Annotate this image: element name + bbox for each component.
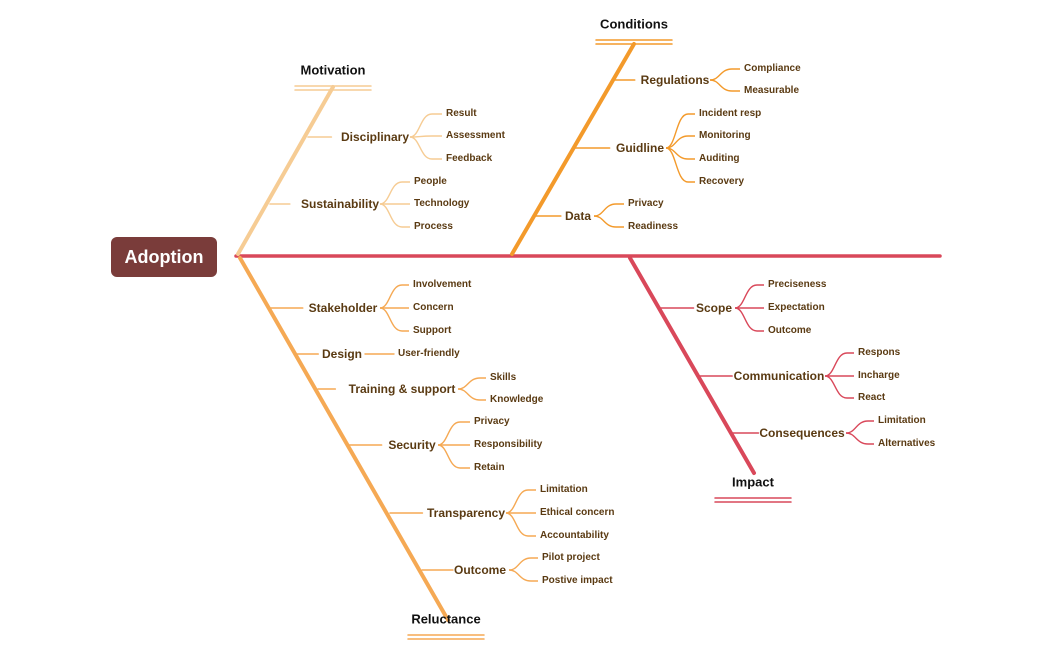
leaf-label[interactable]: User-friendly [398,348,460,359]
leaf-connector [437,421,470,446]
leaf-connector [379,203,410,228]
leaf-connector [409,136,442,160]
leaf-connector [824,375,854,399]
leaf-connector [505,512,536,537]
leaf-label[interactable]: Technology [414,198,470,209]
leaf-label[interactable]: Postive impact [542,575,613,586]
leaf-connector [665,135,695,149]
leaf-label[interactable]: Alternatives [878,438,936,449]
branch-label[interactable]: Outcome [453,563,507,577]
leaf-label[interactable]: Readiness [628,221,679,232]
leaf-label[interactable]: Skills [490,372,517,383]
leaf-label[interactable]: Monitoring [699,130,751,141]
leaf-label[interactable]: Incident resp [699,108,762,119]
leaf-label[interactable]: Ethical concern [540,507,615,518]
leaf-label[interactable]: Pilot project [542,552,600,563]
leaf-connector [665,147,695,183]
leaf-label[interactable]: Recovery [699,176,745,187]
branch-label[interactable]: Scope [695,301,733,315]
leaf-label[interactable]: React [858,392,886,403]
leaf-label[interactable]: Assessment [446,130,505,141]
branch-label[interactable]: Consequences [759,426,845,440]
leaf-label[interactable]: Measurable [744,85,800,96]
leaf-connector [734,307,764,332]
leaf-connector [709,68,740,81]
leaf-connector [593,215,624,228]
impact-bone [628,256,756,475]
leaf-connector [665,113,695,149]
leaf-connector [457,377,486,390]
category-title-motivation[interactable]: Motivation [300,62,366,78]
leaf-label[interactable]: Result [446,108,477,119]
leaf-connector [379,307,409,332]
leaf-label[interactable]: Concern [413,302,454,313]
reluctance-bone [238,256,450,622]
leaf-connector [845,432,874,445]
leaf-label[interactable]: Retain [474,462,505,473]
leaf-label[interactable]: Feedback [446,153,493,164]
branch-label[interactable]: Guidline [616,141,664,155]
leaf-label[interactable]: Preciseness [768,279,827,290]
branch-label[interactable]: Security [388,438,436,452]
leaf-connector [734,284,764,309]
leaf-label[interactable]: Expectation [768,302,825,313]
leaf-connector [379,181,410,205]
category-title-impact[interactable]: Impact [732,474,774,490]
leaf-label[interactable]: Knowledge [490,394,544,405]
leaf-connector [508,569,538,582]
leaf-connector [409,135,442,138]
leaf-connector [379,284,409,309]
branch-label[interactable]: Data [564,209,592,223]
leaf-label[interactable]: Support [413,325,452,336]
root-node[interactable]: Adoption [111,237,217,277]
branch-label[interactable]: Disciplinary [340,130,410,144]
branch-label[interactable]: Design [321,347,363,361]
leaf-label[interactable]: Privacy [474,416,510,427]
leaf-connector [845,420,874,434]
motivation-bone [236,85,335,256]
leaf-connector [508,557,538,571]
leaf-label[interactable]: Outcome [768,325,812,336]
leaf-connector [593,203,624,217]
branch-label[interactable]: Stakeholder [308,301,378,315]
leaf-connector [457,388,486,401]
leaf-connector [824,352,854,377]
branch-label[interactable]: Sustainability [300,197,380,211]
leaf-label[interactable]: Auditing [699,153,740,164]
leaf-label[interactable]: Accountability [540,530,609,541]
leaf-label[interactable]: Compliance [744,63,801,74]
leaf-label[interactable]: Limitation [540,484,588,495]
leaf-label[interactable]: Incharge [858,370,900,381]
leaf-label[interactable]: Privacy [628,198,664,209]
branch-label[interactable]: Regulations [640,73,710,87]
leaf-label[interactable]: People [414,176,447,187]
leaf-label[interactable]: Respons [858,347,901,358]
category-title-conditions[interactable]: Conditions [600,16,668,32]
leaf-label[interactable]: Involvement [413,279,472,290]
leaf-connector [709,79,740,92]
leaf-connector [409,113,442,138]
category-title-reluctance[interactable]: Reluctance [411,611,481,627]
branch-label[interactable]: Transparency [426,506,506,520]
leaf-label[interactable]: Responsibility [474,439,543,450]
leaf-connector [505,489,536,514]
conditions-bone [510,42,636,256]
branch-label[interactable]: Training & support [348,382,456,396]
leaf-label[interactable]: Limitation [878,415,926,426]
leaf-connector [437,444,470,469]
leaf-label[interactable]: Process [414,221,453,232]
branch-label[interactable]: Communication [733,369,825,383]
